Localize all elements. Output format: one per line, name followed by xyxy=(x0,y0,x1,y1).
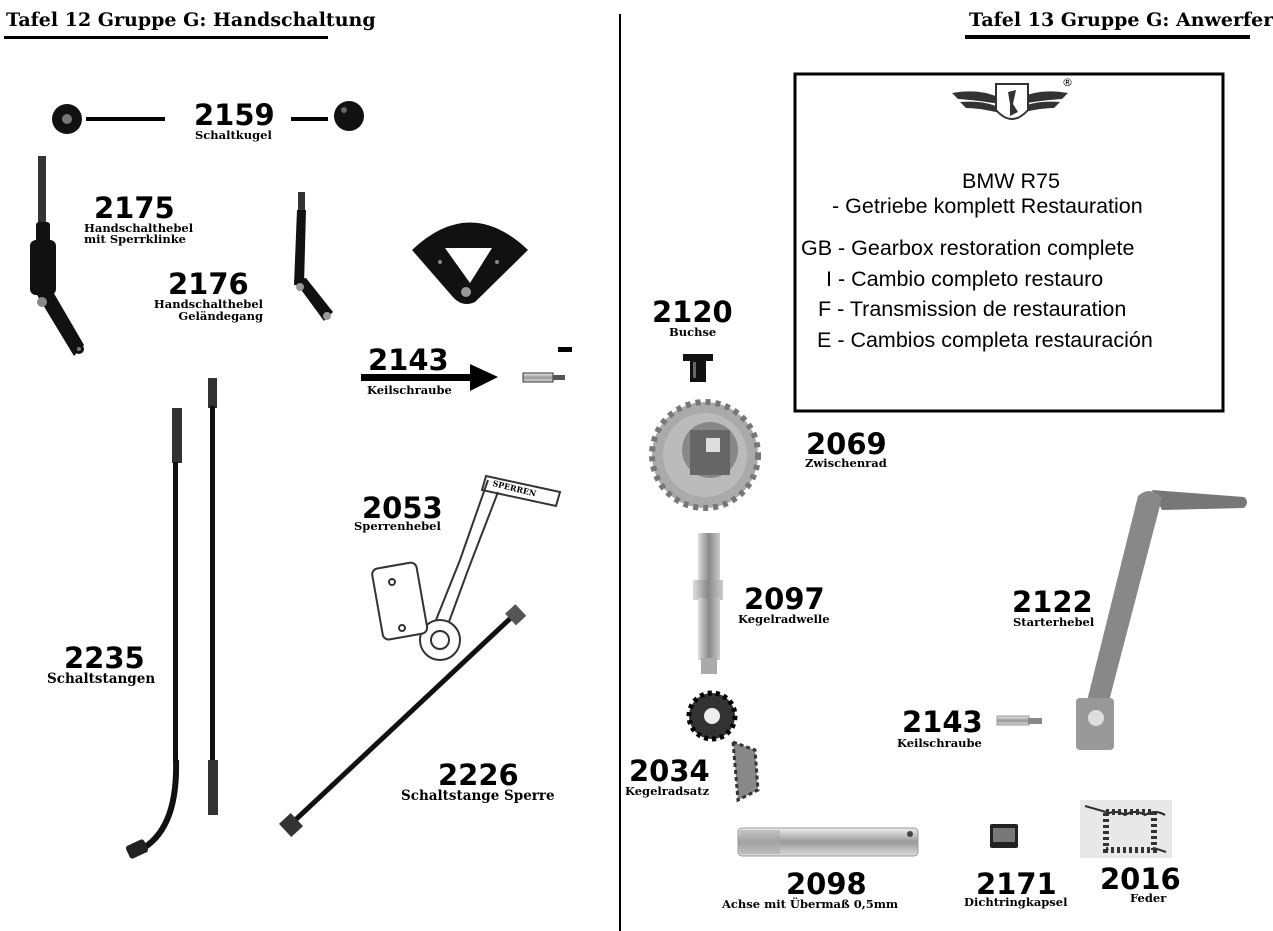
part-number-2143-right: 2143 xyxy=(902,705,983,739)
schaltstangen-drawing xyxy=(125,378,218,859)
sperrenhebel-drawing xyxy=(371,474,562,661)
info-de: - Getriebe komplett Restauration xyxy=(832,194,1143,218)
handschalthebel-gelaendegang-drawing xyxy=(294,192,333,321)
info-box-frame xyxy=(793,72,1225,413)
info-fr: F - Transmission de restauration xyxy=(818,297,1127,321)
part-label-schaltkugel: Schaltkugel xyxy=(195,128,272,142)
part-label-handschalthebel-2a: Handschalthebel xyxy=(153,297,263,311)
part-label-sperrenhebel: Sperrenhebel xyxy=(354,519,441,533)
part-number-2143-left: 2143 xyxy=(368,343,449,377)
part-number-2034: 2034 xyxy=(629,754,710,788)
part-label-starterhebel: Starterhebel xyxy=(1013,615,1095,629)
part-label-handschalthebel-2b: Geländegang xyxy=(178,309,263,323)
starterhebel-drawing xyxy=(1076,490,1247,750)
handschalthebel-sperrklinke-drawing xyxy=(30,156,84,356)
part-number-2235: 2235 xyxy=(64,641,145,675)
part-number-2226: 2226 xyxy=(438,758,519,792)
schaltstange-sperre-drawing xyxy=(279,604,527,838)
achse-drawing xyxy=(737,827,919,857)
part-number-2097: 2097 xyxy=(744,582,825,616)
info-it: I - Cambio completo restauro xyxy=(826,267,1104,291)
dichtringkapsel-drawing xyxy=(990,824,1018,848)
part-number-2053: 2053 xyxy=(362,491,443,525)
part-number-2098: 2098 xyxy=(786,867,867,901)
right-title-underline xyxy=(965,35,1250,39)
info-model: BMW R75 xyxy=(962,169,1060,193)
info-es: E - Cambios completa restauración xyxy=(817,328,1153,352)
gate-sector-drawing xyxy=(412,222,528,304)
part-number-2175: 2175 xyxy=(94,191,175,225)
part-label-handschalthebel-1b: mit Sperrklinke xyxy=(84,232,186,246)
part-label-handschalthebel-1a: Handschalthebel xyxy=(84,221,194,235)
part-label-dichtringkapsel: Dichtringkapsel xyxy=(964,895,1068,909)
part-label-keilschraube-left: Keilschraube xyxy=(367,383,452,397)
zwischenrad-drawing xyxy=(649,399,761,511)
part-number-2171: 2171 xyxy=(976,867,1057,901)
kegelradwelle-drawing xyxy=(693,533,723,674)
part-number-2122: 2122 xyxy=(1012,585,1093,619)
part-label-schaltstange-sperre: Schaltstange Sperre xyxy=(401,788,555,804)
buchse-drawing xyxy=(683,354,713,382)
right-page-title: Tafel 13 Gruppe G: Anwerfer xyxy=(969,9,1273,31)
part-number-2069: 2069 xyxy=(806,427,887,461)
wing-logo xyxy=(952,83,1068,120)
kegelradsatz-drawing xyxy=(686,690,760,803)
registered-mark: ® xyxy=(1062,76,1073,89)
left-page-title: Tafel 12 Gruppe G: Handschaltung xyxy=(6,9,376,31)
keilschraube-right-drawing xyxy=(996,715,1042,726)
page-divider xyxy=(619,14,621,931)
part-label-kegelradwelle: Kegelradwelle xyxy=(738,612,830,626)
info-gb: GB - Gearbox restoration complete xyxy=(801,236,1135,260)
part-label-achse: Achse mit Übermaß 0,5mm xyxy=(722,897,899,911)
part-label-feder: Feder xyxy=(1130,891,1167,905)
part-number-2159: 2159 xyxy=(194,98,275,132)
part-number-2016: 2016 xyxy=(1100,862,1181,896)
part-number-2176: 2176 xyxy=(168,267,249,301)
part-label-kegelradsatz: Kegelradsatz xyxy=(625,784,710,798)
keilschraube-arrow xyxy=(361,347,572,391)
part-label-schaltstangen: Schaltstangen xyxy=(47,671,156,687)
part-label-keilschraube-right: Keilschraube xyxy=(897,736,982,750)
schaltkugel-drawing xyxy=(52,101,364,134)
part-label-zwischenrad: Zwischenrad xyxy=(805,456,887,470)
left-title-underline xyxy=(4,36,328,39)
part-label-buchse: Buchse xyxy=(669,325,717,339)
feder-drawing xyxy=(1080,800,1172,858)
part-number-2120: 2120 xyxy=(652,295,733,329)
